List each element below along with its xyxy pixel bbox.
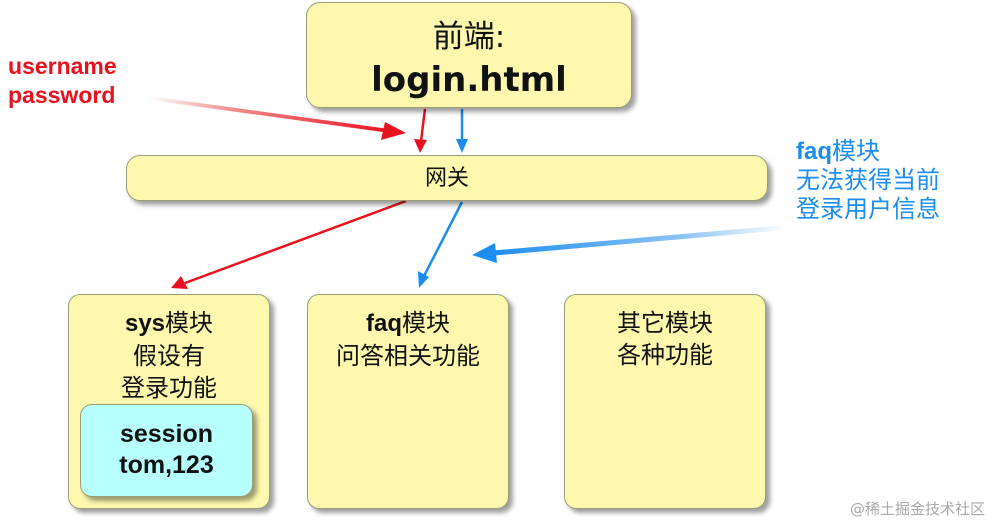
gateway-to-faq-arrow [418,201,464,288]
sys-module-line3: 登录功能 [121,374,217,402]
session-box: session tom,123 [80,404,253,497]
other-module-title: 其它模块 [617,309,713,337]
other-module-line2: 各种功能 [617,341,713,369]
session-value: tom,123 [119,451,214,479]
faq-module-title-rest: 模块 [402,309,450,337]
frontend-to-gateway-red-arrow [414,108,427,153]
sys-module-title-rest: 模块 [165,309,214,337]
faq-module-title: faq模块 [308,307,508,340]
session-label: session [119,420,214,448]
faq-annotation-title: faq模块 [796,137,940,166]
frontend-page-name: login.html [371,60,567,100]
credentials-annotation-line2: password [8,82,116,108]
watermark: @稀土掘金技术社区 [849,500,985,518]
gateway-label: 网关 [424,166,469,191]
faq-annotation: faq模块 无法获得当前 登录用户信息 [796,137,940,224]
sys-module-line2: 假设有 [133,342,205,370]
faq-annotation-title-bold: faq [796,138,832,165]
sys-module-title: sys模块 [69,307,269,340]
faq-annotation-title-rest: 模块 [832,137,880,165]
gateway-box: 网关 [126,155,768,201]
frontend-box: 前端: login.html [306,2,632,108]
other-module-box: 其它模块 各种功能 [564,294,766,509]
frontend-to-gateway-blue-arrow [456,109,468,153]
faq-module-title-bold: faq [366,310,402,337]
credentials-annotation-arrow [148,96,406,140]
sys-module-title-bold: sys [124,310,166,337]
faq-module-line2: 问答相关功能 [336,342,480,370]
faq-annotation-line2: 无法获得当前 [796,166,940,194]
faq-annotation-line3: 登录用户信息 [796,195,940,223]
gateway-to-sys-arrow [171,199,407,289]
faq-module-box: faq模块 问答相关功能 [307,294,509,509]
credentials-annotation: username password [8,52,117,110]
credentials-annotation-line1: username [8,53,117,79]
frontend-label: 前端: [432,19,506,55]
faq-annotation-arrow [472,225,786,263]
